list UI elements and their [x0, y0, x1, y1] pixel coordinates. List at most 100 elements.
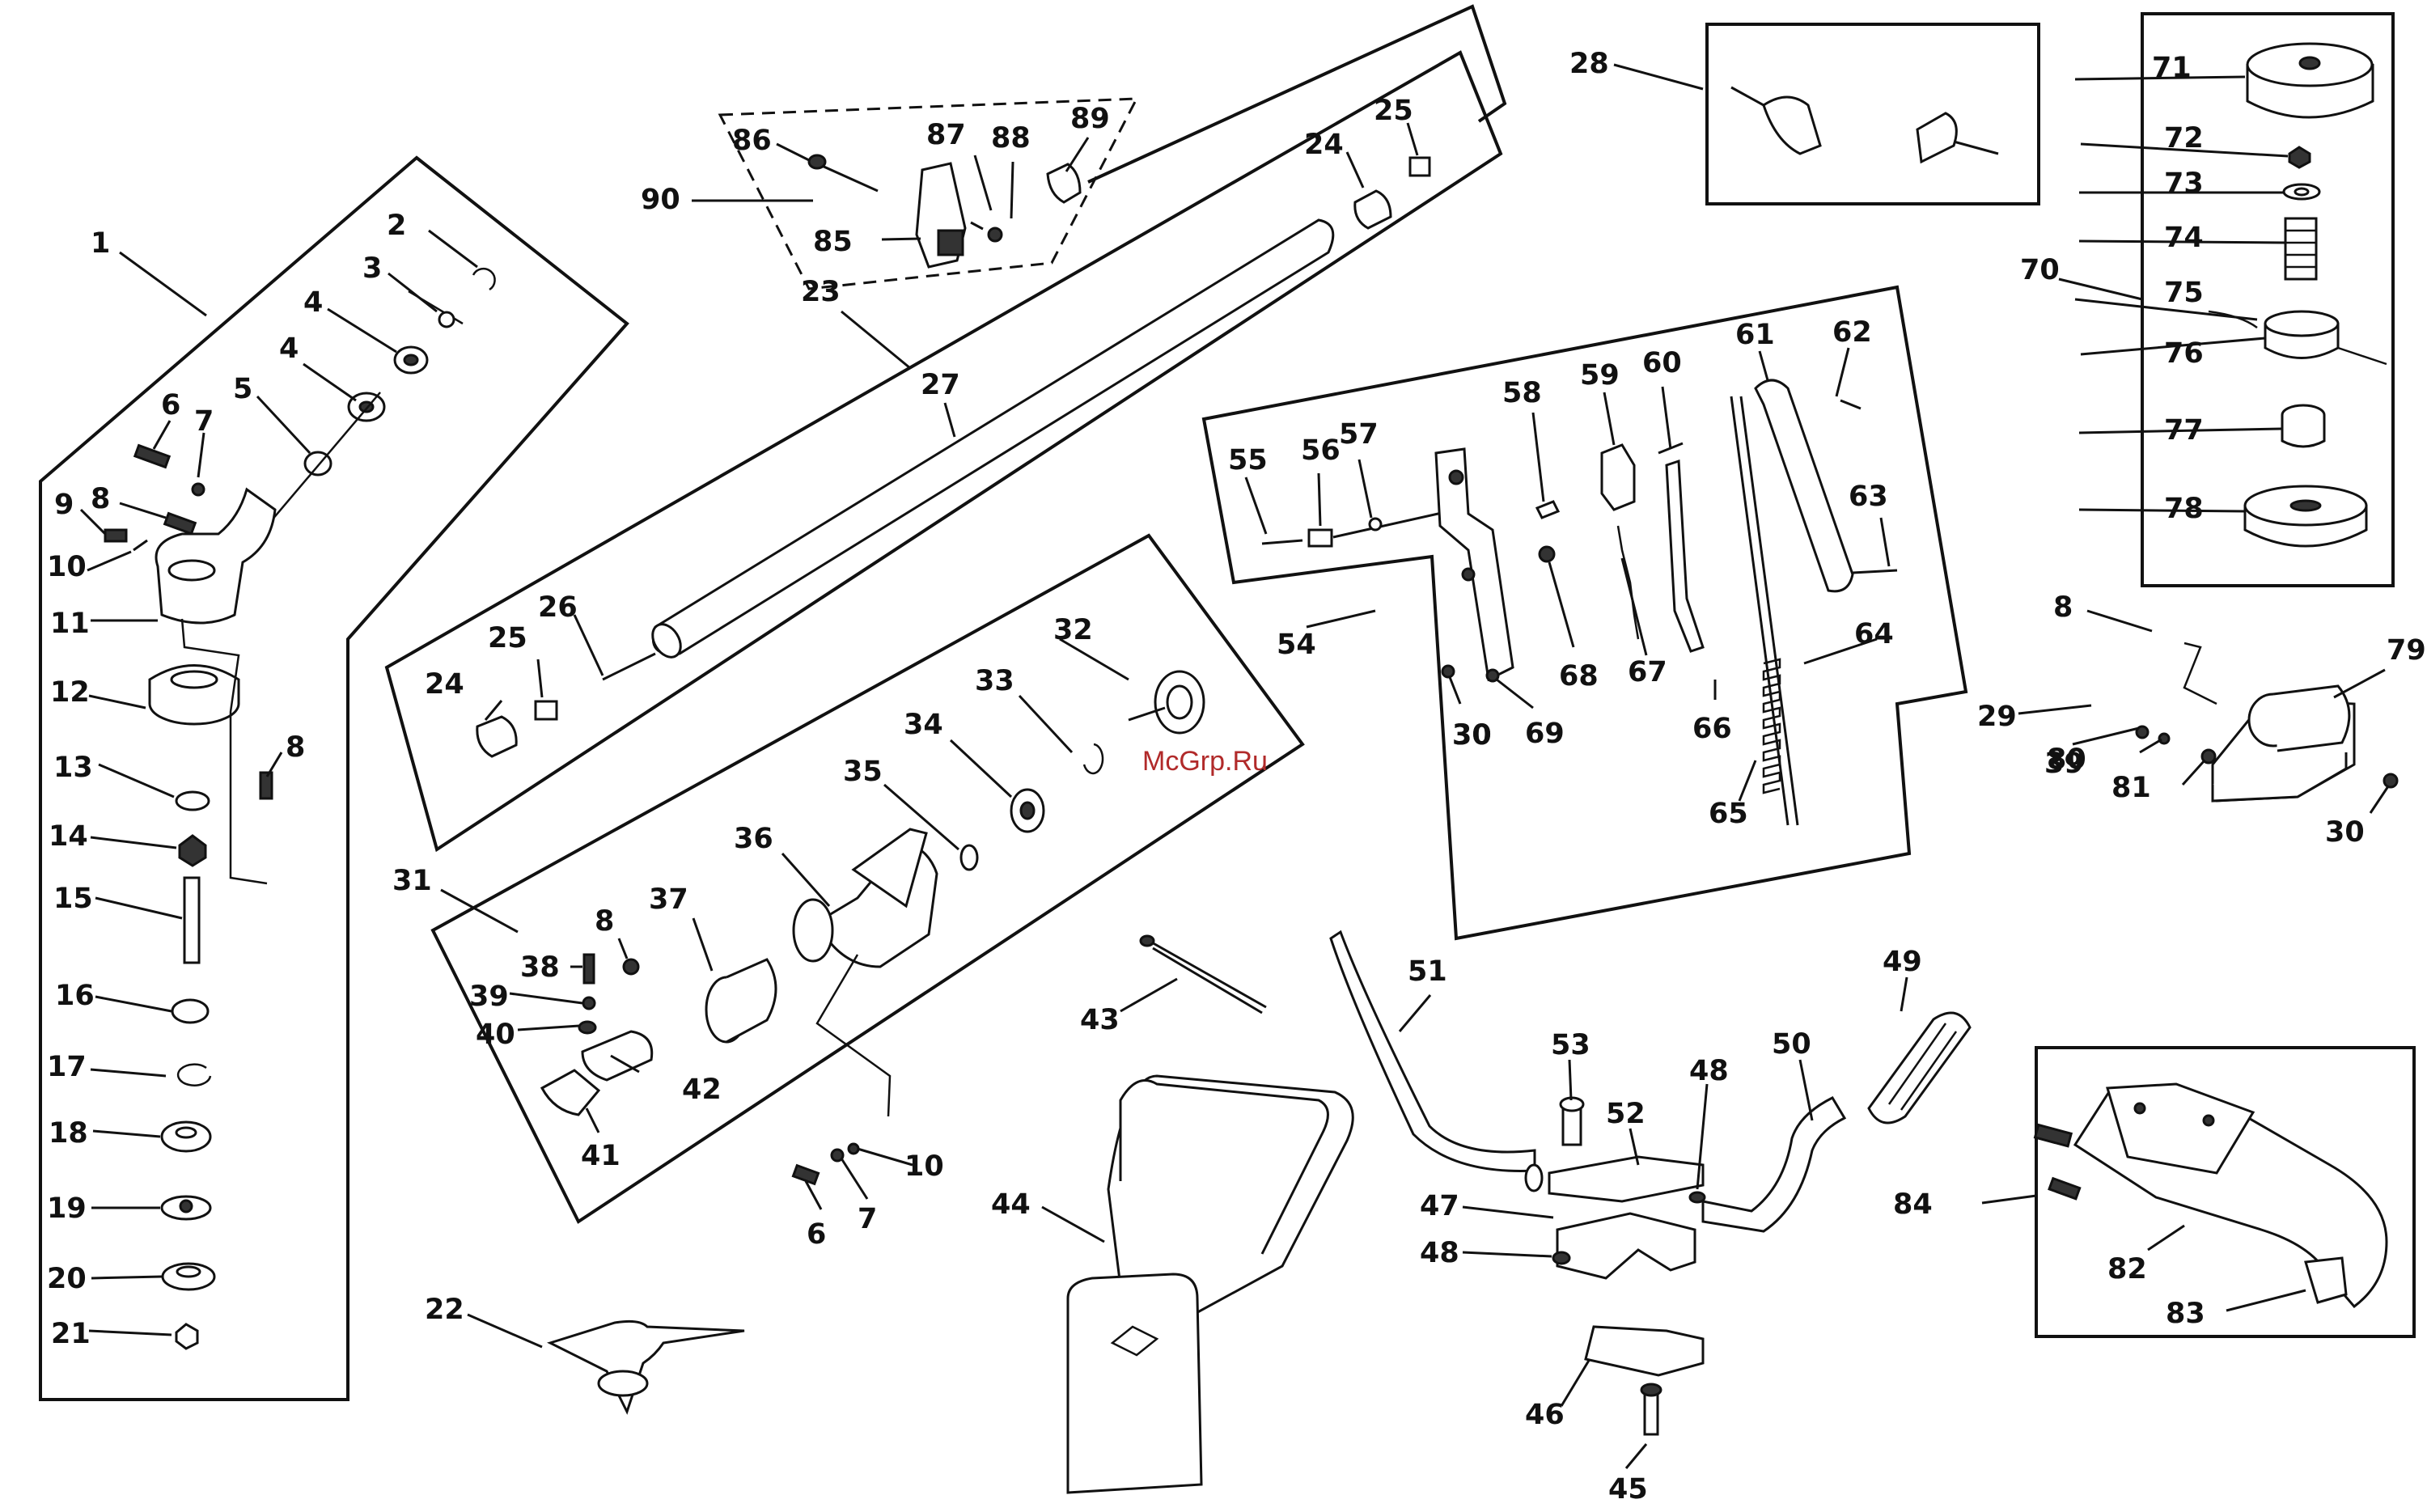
part-label: 25: [1374, 95, 1413, 127]
bushing-24a: [476, 715, 518, 758]
blade-22: [547, 1319, 745, 1415]
part-label: 35: [843, 756, 883, 788]
bar-51: [1329, 930, 1536, 1172]
part-label: 9: [54, 489, 74, 521]
pin-10b: [847, 1142, 860, 1155]
clamp-42: [581, 1030, 654, 1082]
part-label: 65: [1709, 798, 1748, 830]
throttle-parts: [1261, 379, 1898, 826]
part-label: 80: [2047, 743, 2086, 776]
trimmer-head-parts: [2208, 42, 2387, 548]
part-label: 2: [387, 210, 406, 242]
box-shaft-tube: [384, 50, 1503, 853]
part-label: 25: [488, 622, 527, 654]
guard-assembly-parts: [540, 670, 1205, 1186]
nut-40: [578, 1020, 597, 1035]
screw-38: [582, 953, 595, 985]
shaft-tube: [476, 156, 1431, 758]
part-label: 10: [47, 551, 87, 583]
gear-housing-11: [155, 487, 277, 625]
part-label: 31: [392, 865, 432, 897]
box-guard-assembly: [430, 533, 1305, 1224]
part-label: 70: [2020, 254, 2060, 286]
engine-mount-parts: [2033, 642, 2399, 1201]
part-label: 15: [53, 883, 93, 915]
part-label: 16: [55, 980, 95, 1012]
screw-30c: [2383, 773, 2399, 789]
part-label: 87: [926, 119, 966, 151]
part-label: 62: [1832, 316, 1872, 349]
part-label: 7: [858, 1203, 877, 1235]
washer-7: [191, 482, 205, 497]
drive-shaft-coupling: [807, 154, 1082, 269]
part-label: 61: [1735, 319, 1775, 351]
part-label: 10: [904, 1150, 944, 1183]
part-label: 77: [2164, 414, 2204, 447]
part-label: 42: [682, 1074, 722, 1106]
part-label: 17: [47, 1051, 87, 1083]
part-label: 53: [1551, 1029, 1590, 1061]
part-label: 64: [1854, 618, 1894, 650]
bracket-41: [540, 1069, 601, 1116]
part-label: 18: [49, 1117, 88, 1150]
part-label: 29: [1977, 701, 2017, 733]
grip-49: [1867, 1011, 1972, 1124]
cable-tie-43: [1139, 934, 1267, 1014]
lever-body: [1434, 447, 1514, 682]
drive-cable-26: [602, 652, 656, 681]
part-label: 13: [53, 752, 93, 784]
part-label: 89: [1070, 103, 1110, 135]
part-label: 45: [1608, 1473, 1648, 1506]
bracket-62: [1840, 399, 1862, 410]
part-label: 30: [2325, 816, 2365, 849]
washer-39: [582, 996, 596, 1010]
watermark: McGrp.Ru: [1142, 746, 1268, 777]
screw-55: [1261, 539, 1303, 545]
bolt-8: [163, 511, 197, 536]
part-label: 68: [1559, 660, 1599, 692]
part-label: 58: [1502, 377, 1542, 409]
group-outlines: [39, 4, 2416, 1401]
part-label: 1: [91, 227, 110, 260]
shield-parts: [2073, 1082, 2388, 1309]
part-label: 23: [801, 276, 841, 308]
box-drive-shaft-dashed: [718, 97, 1139, 290]
part-label: 51: [1408, 955, 1447, 988]
part-label: 48: [1689, 1055, 1729, 1087]
washer-35: [959, 844, 979, 871]
spring-67: [1616, 525, 1640, 640]
part-label: 39: [2044, 748, 2084, 780]
part-label: 44: [991, 1188, 1031, 1221]
part-label: 30: [1452, 719, 1492, 752]
washer-80: [2158, 732, 2171, 745]
box-throttle: [1201, 285, 1968, 941]
part-label: 88: [991, 122, 1031, 155]
part-label: 39: [469, 980, 509, 1013]
spring-65: [1762, 658, 1781, 794]
housing-61: [1754, 379, 1854, 593]
handlebar-parts: [1329, 930, 1972, 1436]
knob-89: [1046, 163, 1082, 204]
part-label: 19: [47, 1192, 87, 1225]
part-label: 36: [734, 823, 773, 855]
bracket-shaft: [1087, 4, 1507, 184]
part-label: 24: [425, 668, 464, 701]
bar-50: [1701, 1096, 1847, 1233]
part-label: 47: [1420, 1190, 1459, 1222]
bushing-25a: [534, 700, 558, 721]
nut-14: [178, 834, 207, 867]
lever-66: [1665, 459, 1705, 653]
clamp-46: [1584, 1325, 1705, 1377]
part-label: 69: [1525, 718, 1565, 750]
part-label: 22: [425, 1294, 464, 1326]
part-label: 27: [921, 369, 960, 401]
washer-39b: [2135, 725, 2150, 739]
washer-7b: [830, 1148, 845, 1163]
part-label: 49: [1883, 946, 1922, 978]
bolt-8b: [259, 771, 273, 800]
part-label: 8: [2053, 591, 2073, 624]
bolt-6b: [791, 1163, 820, 1186]
part-label: 8: [286, 731, 305, 764]
washer-48b: [1688, 1191, 1706, 1204]
